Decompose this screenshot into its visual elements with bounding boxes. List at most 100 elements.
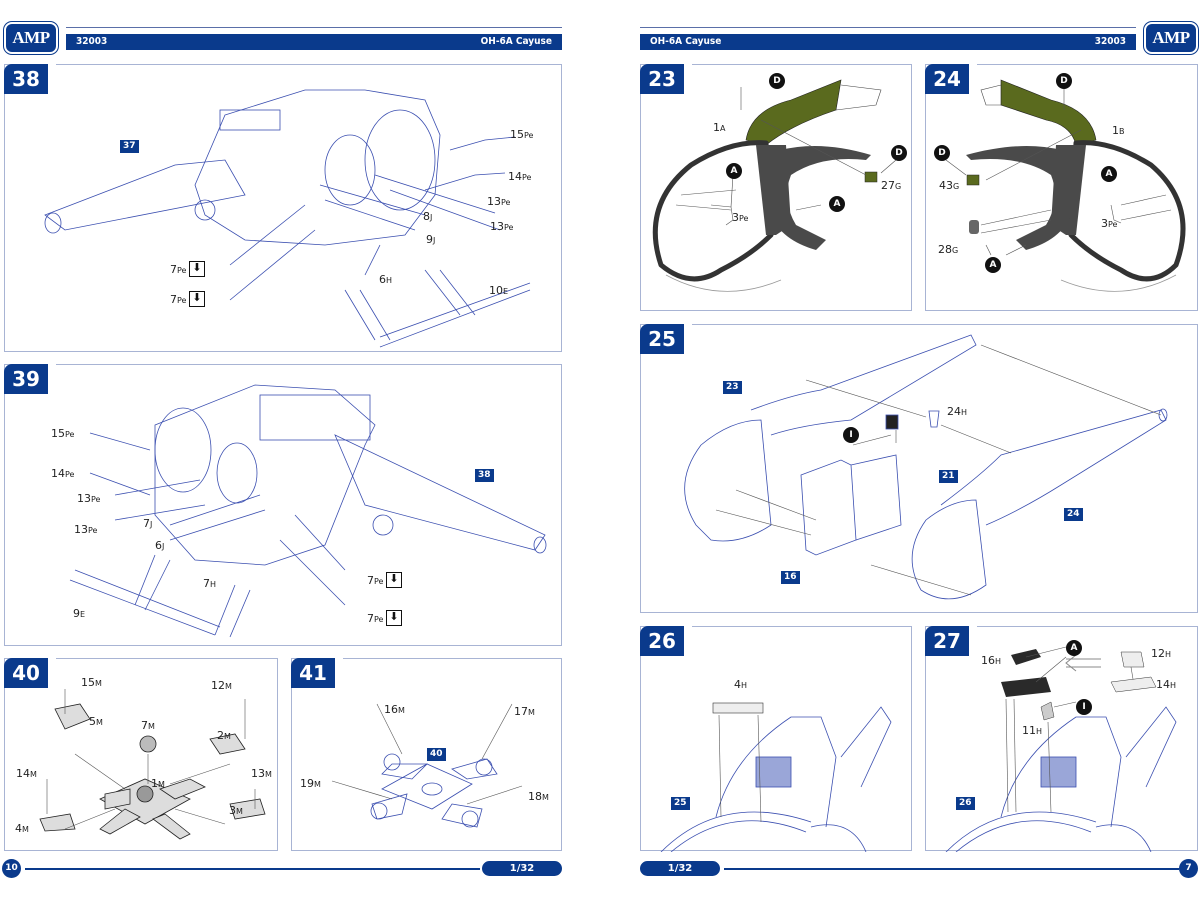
- part-label: 1B: [1112, 124, 1125, 137]
- step-23: 23 D D A A 1A 27G 3Pe: [640, 64, 912, 311]
- part-label: 7Pe: [170, 293, 187, 306]
- part-label: 14Pe: [508, 170, 532, 183]
- color-callout-i: I: [843, 427, 859, 443]
- part-label: 12H: [1151, 647, 1172, 660]
- step-number: 27: [925, 626, 977, 656]
- part-label: 27G: [881, 179, 902, 192]
- part-label: 18M: [528, 790, 549, 803]
- part-label: 10E: [489, 284, 509, 297]
- amp-logo: AMP: [6, 24, 56, 52]
- step-25: 25 23: [640, 324, 1198, 613]
- part-label: 16H: [981, 654, 1002, 667]
- reference-step-badge: 26: [956, 797, 975, 810]
- fuselage-assembly-drawing: [684, 334, 1168, 600]
- step-39: 39 38: [4, 364, 562, 646]
- part-label: 13Pe: [77, 492, 101, 505]
- part-label: 28G: [938, 243, 959, 256]
- step-number: 38: [4, 64, 56, 94]
- color-callout-a: A: [985, 257, 1001, 273]
- part-label: 5M: [89, 715, 103, 728]
- step-41: 41 40 16M 17M 19M 18M: [291, 658, 562, 851]
- color-callout-a: A: [1101, 166, 1117, 182]
- kit-number: 32003: [76, 36, 108, 47]
- color-callout-i: I: [1076, 699, 1092, 715]
- part-label: 13Pe: [487, 195, 511, 208]
- part-label: 8J: [423, 210, 433, 223]
- part-label: 6H: [379, 273, 393, 286]
- reference-step-badge: 40: [427, 748, 446, 761]
- model-name: OH-6A Cayuse: [480, 36, 552, 47]
- bend-down-icon: ⬇: [386, 610, 402, 626]
- reference-step-badge: 21: [939, 470, 958, 483]
- part-label: 19M: [300, 777, 321, 790]
- model-name: OH-6A Cayuse: [650, 36, 722, 47]
- part-label: 3M: [229, 804, 243, 817]
- step-24: 24 D D A A 1B 43G 28G 3Pe: [925, 64, 1198, 311]
- step-26: 26 25 4H: [640, 626, 912, 852]
- part-label: 24H: [947, 405, 968, 418]
- helicopter-fuselage-drawing: [69, 384, 547, 638]
- part-label: 7H: [203, 577, 217, 590]
- color-callout-a: A: [726, 163, 742, 179]
- part-label: 9E: [73, 607, 86, 620]
- part-label: 3Pe: [732, 211, 749, 224]
- step-number: 26: [640, 626, 692, 656]
- page-number: 10: [2, 859, 21, 878]
- footer-divider: [25, 868, 480, 870]
- cockpit-controls-drawing: [945, 646, 1177, 852]
- part-label: 14M: [16, 767, 37, 780]
- part-label: 13Pe: [74, 523, 98, 536]
- rotor-hub-assembly-drawing: [331, 703, 523, 828]
- amp-logo: AMP: [1146, 24, 1196, 52]
- part-label: 15Pe: [51, 427, 75, 440]
- part-label: 14H: [1156, 678, 1177, 691]
- step-number: 25: [640, 324, 692, 354]
- rotor-hub-drawing: [39, 689, 266, 840]
- left-page: AMP 32003 OH-6A Cayuse 38: [2, 24, 562, 878]
- part-label: 4H: [734, 678, 748, 691]
- color-callout-a: A: [1066, 640, 1082, 656]
- part-label: 2M: [217, 729, 231, 742]
- color-callout-d: D: [1056, 73, 1072, 89]
- reference-step-badge: 38: [475, 469, 494, 482]
- part-label: 11H: [1022, 724, 1043, 737]
- part-label: 15Pe: [510, 128, 534, 141]
- scale-badge: 1/32: [482, 861, 562, 876]
- part-label: 43G: [939, 179, 960, 192]
- page-number: 7: [1179, 859, 1198, 878]
- header-divider: [66, 27, 562, 28]
- step-number: 39: [4, 364, 56, 394]
- reference-step-badge: 16: [781, 571, 800, 584]
- step-number: 40: [4, 658, 56, 688]
- step-number: 24: [925, 64, 977, 94]
- color-callout-d: D: [769, 73, 785, 89]
- part-label: 7Pe: [170, 263, 187, 276]
- scale-badge: 1/32: [640, 861, 720, 876]
- bend-down-icon: ⬇: [189, 291, 205, 307]
- bend-down-icon: ⬇: [386, 572, 402, 588]
- part-label: 4M: [15, 822, 29, 835]
- part-label: 12M: [211, 679, 232, 692]
- cockpit-detail-drawing: [660, 702, 892, 852]
- part-label: 1A: [713, 121, 726, 134]
- color-callout-a: A: [829, 196, 845, 212]
- part-label: 17M: [514, 705, 535, 718]
- part-label: 14Pe: [51, 467, 75, 480]
- step-number: 41: [291, 658, 343, 688]
- footer-divider: [724, 868, 1179, 870]
- part-label: 9J: [426, 233, 436, 246]
- reference-step-badge: 37: [120, 140, 139, 153]
- header-bar: 32003 OH-6A Cayuse: [66, 34, 562, 50]
- step-38: 38: [4, 64, 562, 352]
- part-label: 6J: [155, 539, 165, 552]
- step-40: 40 15M 5M: [4, 658, 278, 851]
- helicopter-fuselage-drawing: [44, 89, 531, 348]
- part-label: 15M: [81, 676, 102, 689]
- part-label: 7Pe: [367, 612, 384, 625]
- part-label: 1M: [151, 777, 165, 790]
- cockpit-frame-right-drawing: [945, 79, 1186, 292]
- step-27: 27 26: [925, 626, 1198, 852]
- bend-down-icon: ⬇: [189, 261, 205, 277]
- part-label: 16M: [384, 703, 405, 716]
- color-callout-d: D: [891, 145, 907, 161]
